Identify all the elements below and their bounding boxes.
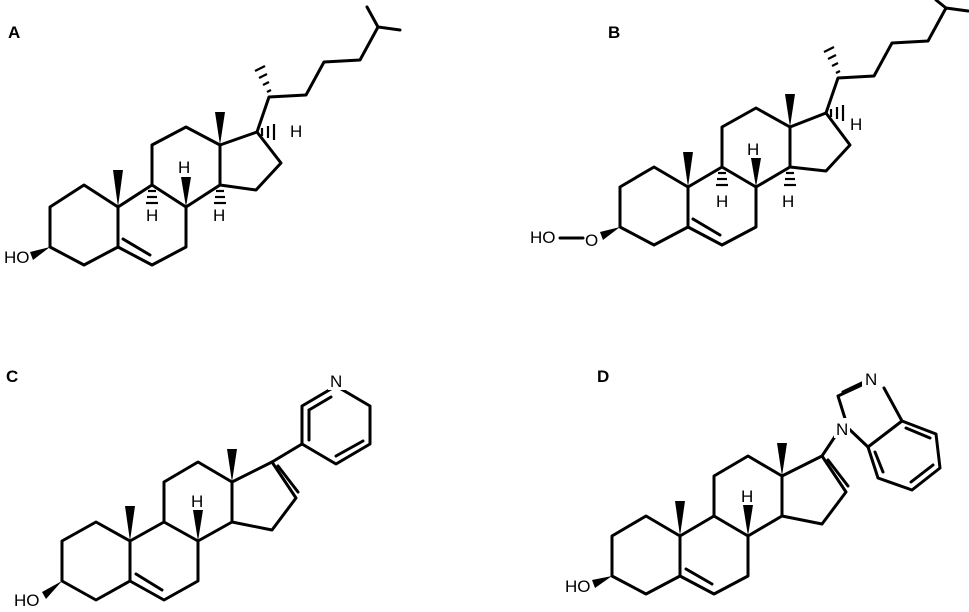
panel-c-h8-wedge: [193, 510, 203, 541]
panel-b-c18-methyl-wedge: [785, 94, 795, 127]
panel-a-ring-b: [116, 183, 188, 267]
panel-b-ring-a: [618, 165, 690, 247]
panel-d-benzo-inner-3: [873, 450, 885, 474]
panel-a-side-chain-branch: [365, 5, 380, 29]
panel-b-h17-hash: [829, 105, 845, 121]
panel-c-ring-c: [162, 460, 234, 543]
panel-c-pyridyl-link: [270, 442, 304, 464]
panel-b-h14-hash: [784, 171, 796, 187]
panel-b-side-chain-branch: [934, 0, 948, 10]
panel-a-h9-hash: [146, 189, 158, 205]
panel-d-double-bond: [684, 567, 714, 586]
panel-d-ring-a: [610, 514, 682, 596]
panel-b-hydroperoxy-o: O: [585, 231, 598, 250]
panel-d-benzo-inner-1: [904, 426, 932, 440]
panel-b-oo-wedge: [600, 227, 620, 240]
panel-d-label: D: [597, 367, 609, 386]
panel-a-side-chain: [255, 25, 402, 134]
panel-a-h14: H: [213, 206, 225, 225]
panel-c-double-bond: [134, 572, 164, 592]
panel-a-h9: H: [146, 206, 158, 225]
panel-c-pyridine-inner-1: [307, 395, 333, 412]
panel-a-c21-methyl-hash: [254, 65, 272, 93]
panel-d-ring-c: [712, 454, 784, 538]
panel-b-h14: H: [782, 192, 794, 211]
panel-b-h8: H: [747, 140, 759, 159]
panel-d-benzo-ring: [866, 419, 942, 492]
panel-d-hydroxyl: HO: [565, 577, 591, 596]
panel-d-structure: D N N H HO: [565, 367, 942, 596]
panel-b-structure: B H H H: [530, 0, 969, 250]
panel-d-imidazole-n3: N: [865, 370, 877, 389]
panel-b-h9: H: [716, 192, 728, 211]
panel-c-pyridine-n: N: [330, 372, 342, 391]
panel-d-n1-mask: [834, 418, 850, 438]
panel-d-c19-methyl-wedge: [675, 501, 685, 536]
panel-b-hydroperoxy-h: HO: [530, 228, 556, 247]
panel-a-h8-wedge: [181, 177, 191, 207]
panel-b-h8-wedge: [751, 158, 761, 187]
panel-c-structure: C N H HO: [6, 367, 372, 610]
panel-c-pyridine-inner-2: [334, 439, 365, 458]
panel-b-side-chain: [824, 6, 969, 115]
panel-d-ring-d: [780, 454, 848, 526]
panel-b-ring-d: [788, 111, 852, 173]
panel-d-imidazole-ring: [836, 381, 904, 449]
panel-b-c19-methyl-wedge: [683, 152, 693, 187]
panel-a-h17-hash: [260, 124, 276, 140]
panel-a-ring-c: [150, 125, 222, 209]
panel-b-ring-c: [720, 106, 792, 189]
panel-c-label: C: [6, 367, 18, 386]
panel-c-hydroxyl: HO: [14, 591, 40, 610]
panel-b-double-bond: [691, 217, 722, 237]
panel-a-double-bond: [121, 237, 152, 257]
panel-c-ring-b: [128, 520, 200, 602]
panel-c-oh-wedge: [42, 581, 62, 599]
panel-c-pyridine-ring: [300, 384, 372, 466]
panel-a-h14-hash: [214, 189, 226, 205]
panel-d-benzo-inner-2: [909, 463, 935, 484]
panel-c-ring-a: [60, 520, 132, 602]
panel-b-label: B: [608, 23, 620, 42]
panel-c-ring-d-double-bond: [276, 464, 300, 494]
panel-b-c21-methyl-hash: [823, 46, 841, 74]
panel-d-ring-d-double-bond: [826, 458, 850, 488]
panel-a-c19-methyl-wedge: [113, 170, 123, 207]
panel-d-h8-wedge: [743, 505, 753, 536]
panel-c-c18-methyl-wedge: [227, 449, 237, 482]
panel-a-h8: H: [178, 158, 190, 177]
panel-a-hydroxyl: HO: [4, 248, 30, 267]
panel-b-h9-hash: [716, 171, 728, 187]
panel-a-structure: A H: [4, 5, 402, 267]
panel-c-h8: H: [191, 492, 203, 511]
panel-d-oh-wedge: [592, 576, 612, 588]
panel-a-ring-a: [48, 183, 120, 267]
panel-c-n-mask: [328, 370, 346, 390]
panel-a-h17: H: [290, 122, 302, 141]
panel-a-oh-wedge: [30, 247, 50, 260]
panel-d-imidazole-n1: N: [836, 420, 848, 439]
panel-b-ring-b: [686, 165, 758, 247]
panel-a-c18-methyl-wedge: [215, 112, 225, 145]
panel-a-ring-d: [218, 130, 283, 192]
panel-d-n3-mask: [862, 368, 880, 388]
panel-d-c18-methyl-wedge: [777, 443, 787, 476]
panel-d-h8: H: [741, 487, 753, 506]
panel-b-h17: H: [850, 115, 862, 134]
panel-a-label: A: [8, 23, 20, 42]
panel-c-ring-d: [230, 460, 298, 532]
panel-d-ring-b: [678, 514, 750, 596]
panel-c-c19-methyl-wedge: [125, 506, 135, 541]
